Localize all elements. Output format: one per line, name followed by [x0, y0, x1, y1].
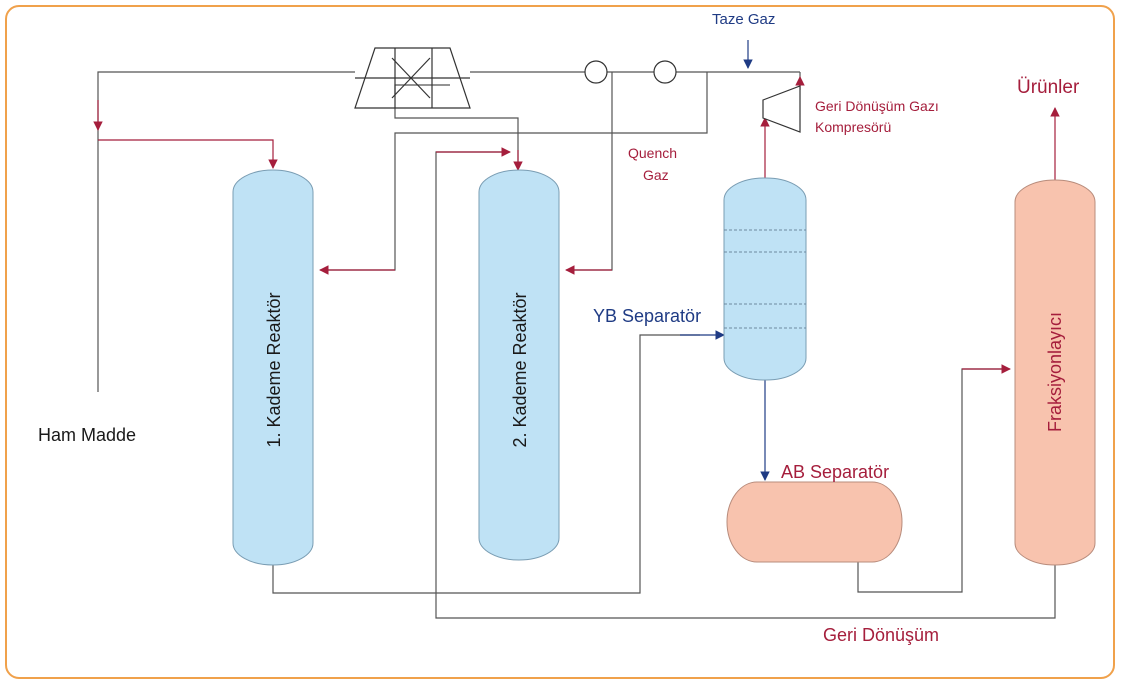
label-compressor-2: Kompresörü: [815, 119, 891, 135]
label-quench-2: Gaz: [643, 167, 669, 183]
fractionator-vessel: [1014, 179, 1096, 566]
yb-separator-vessel: [723, 177, 807, 381]
reactor1-bottom-line: [272, 334, 700, 594]
exchanger-outlet: [394, 108, 519, 168]
label-geri-donusum: Geri Dönüşüm: [823, 625, 939, 645]
feed-line: [97, 71, 355, 392]
feed-to-reactor1: [98, 139, 278, 169]
red-lines: [93, 76, 1060, 374]
label-quench-1: Quench: [628, 145, 677, 161]
label-ham-madde: Ham Madde: [38, 425, 136, 445]
label-urunler: Ürünler: [1017, 77, 1080, 98]
reactor-2-vessel: [478, 169, 560, 561]
blue-lines: [680, 40, 770, 481]
ab-separator-vessel: [726, 481, 903, 563]
label-reactor-1: 1. Kademe Reaktör: [264, 292, 284, 447]
reactor-1-vessel: [232, 169, 314, 566]
compressor: [762, 85, 801, 133]
label-yb-separator: YB Separatör: [593, 306, 701, 326]
quench-line-b: [568, 72, 613, 271]
label-taze-gaz: Taze Gaz: [712, 11, 775, 28]
label-reactor-2: 2. Kademe Reaktör: [510, 292, 530, 447]
label-compressor-1: Geri Dönüşüm Gazı: [815, 98, 939, 114]
label-ab-separator: AB Separatör: [781, 462, 889, 482]
diagram-frame: [5, 5, 1115, 679]
circulator-1: [584, 60, 608, 84]
circulator-2: [653, 60, 677, 84]
label-fraksiyonlayici: Fraksiyonlayıcı: [1045, 312, 1065, 432]
heat-exchanger: [354, 47, 471, 109]
